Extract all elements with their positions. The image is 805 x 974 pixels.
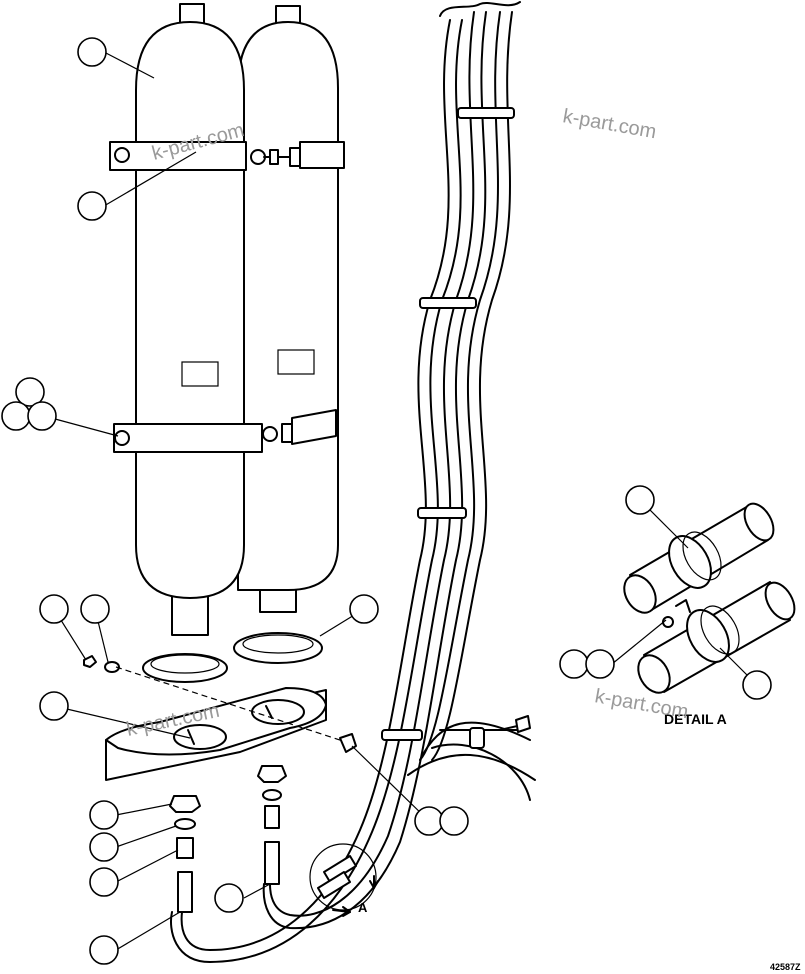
- callout-bubble: [77, 37, 107, 67]
- callout-bubble: [27, 401, 57, 431]
- accumulator-tanks: [109, 3, 345, 636]
- drawing-number: 42587Z: [770, 962, 801, 972]
- callout-bubble: [89, 800, 119, 830]
- watermark: k-part.com: [593, 685, 690, 723]
- callout-bubble: [742, 670, 772, 700]
- callout-bubble: [349, 594, 379, 624]
- seal-rings: [142, 632, 323, 683]
- callout-bubble: [214, 883, 244, 913]
- callout-bubble: [559, 649, 589, 679]
- callout-bubble: [585, 649, 615, 679]
- detail-a-title: DETAIL A: [664, 711, 727, 727]
- mounting-bracket: [105, 666, 357, 781]
- fittings-right: [257, 765, 287, 885]
- view-marker-a: A: [358, 900, 368, 915]
- callout-bubble: [89, 867, 119, 897]
- callout-bubble: [439, 806, 469, 836]
- callout-bubble: [89, 832, 119, 862]
- detail-a-view: [623, 502, 796, 694]
- callout-bubble: [414, 806, 444, 836]
- callout-bubble: [77, 191, 107, 221]
- callout-bubble: [15, 377, 45, 407]
- nut-and-washer: [83, 655, 120, 673]
- callout-bubble: [89, 935, 119, 965]
- callout-bubble: [39, 691, 69, 721]
- fittings-left: [169, 795, 201, 913]
- callout-bubble: [625, 485, 655, 515]
- callout-bubbles: [1, 37, 772, 965]
- callout-bubble: [1, 401, 31, 431]
- watermark: k-part.com: [561, 105, 658, 143]
- callout-bubble: [39, 594, 69, 624]
- hose-bundle: [170, 1, 536, 963]
- callout-bubble: [80, 594, 110, 624]
- detail-a-callout: [309, 843, 379, 917]
